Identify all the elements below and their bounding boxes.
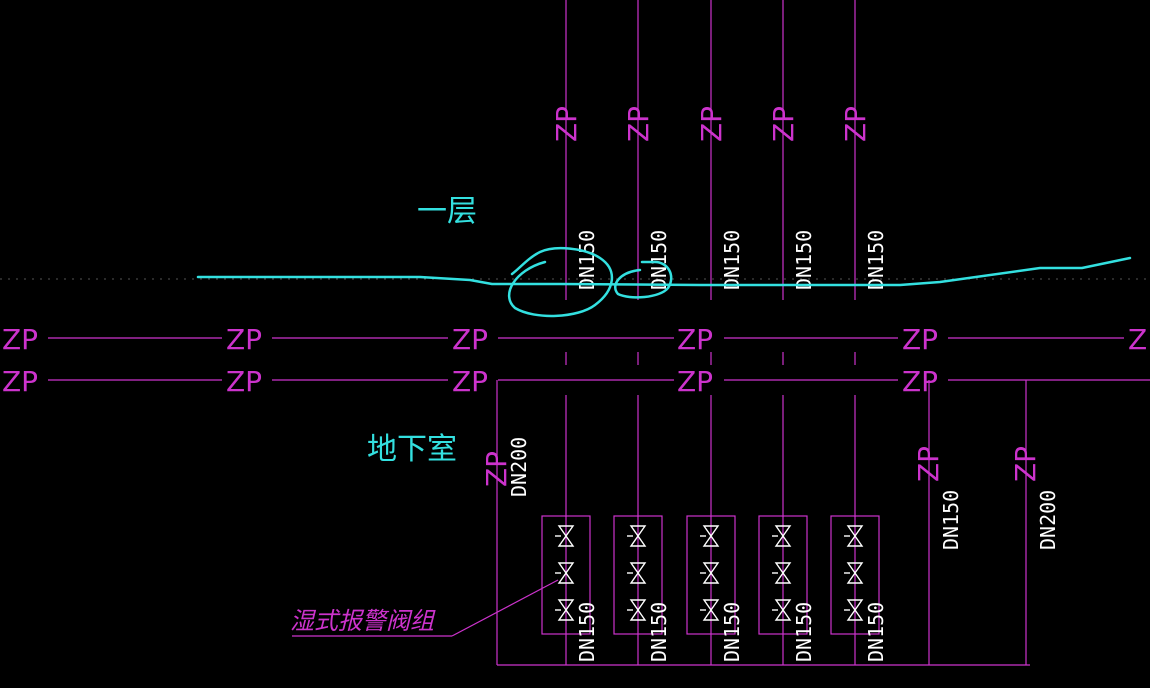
valve-symbol-1-3 (557, 599, 575, 621)
riser-2-zp: ZP (622, 106, 655, 142)
riser-group-lower (565, 352, 856, 517)
outlet-mid-zp: ZP (912, 446, 945, 482)
main-run-1: ZP ZP ZP ZP ZP Z (2, 323, 1147, 356)
main-run-1-zp-5: ZP (902, 323, 938, 356)
riser-5-zp: ZP (839, 106, 872, 142)
valve-symbol-2-2 (629, 562, 647, 584)
valve-symbol-4-1 (774, 525, 792, 547)
main-run-1-zp-3: ZP (452, 323, 488, 356)
sketch-slab-line (196, 256, 1132, 287)
valve-symbol-5-1 (846, 525, 864, 547)
outlet-branches: ZP DN200 ZP DN150 ZP DN200 (480, 380, 1060, 666)
valve-symbol-5-3 (846, 599, 864, 621)
main-run-1-zp-4: ZP (677, 323, 713, 356)
main-run-2-zp-5: ZP (902, 365, 938, 398)
valve-symbol-2-3 (629, 599, 647, 621)
basement-label: 地下室 (367, 432, 457, 467)
main-run-2-zp-3: ZP (452, 365, 488, 398)
outlet-left-dn: DN200 (507, 437, 531, 497)
sketch-circle-2 (614, 260, 673, 299)
valve-symbol-3-3 (702, 599, 720, 621)
riser-4-zp: ZP (767, 106, 800, 142)
valve-symbol-3-1 (702, 525, 720, 547)
alarm-valve-callout: 湿式报警阀组 (290, 579, 559, 637)
main-run-2-zp-1: ZP (2, 365, 38, 398)
riser-1-dn: DN150 (575, 230, 599, 290)
hand-drawn-markup (196, 246, 1132, 318)
valve-symbol-5-2 (846, 562, 864, 584)
alarm-valve-sets: DN150 DN150 DN150 DN150 DN150 (541, 515, 888, 665)
riser-2-dn: DN150 (647, 230, 671, 290)
callout-leader (451, 579, 559, 637)
valve-symbol-1-2 (557, 562, 575, 584)
outlet-left-zp: ZP (480, 451, 513, 487)
main-run-1-zp-6: Z (1128, 323, 1147, 356)
valve-symbol-2-1 (629, 525, 647, 547)
riser-5-dn: DN150 (864, 230, 888, 290)
outlet-right-zp: ZP (1009, 446, 1042, 482)
main-run-2-zp-2: ZP (226, 365, 262, 398)
first-floor-label: 一层 (417, 194, 477, 229)
riser-zp-labels: ZP ZP ZP ZP ZP (550, 106, 872, 142)
valve-symbol-1-1 (557, 525, 575, 547)
valve-dn-3: DN150 (720, 602, 744, 662)
alarm-valve-label: 湿式报警阀组 (290, 607, 436, 635)
valve-dn-2: DN150 (647, 602, 671, 662)
riser-dn-labels: DN150 DN150 DN150 DN150 DN150 (575, 230, 888, 290)
sketch-circle-1 (508, 246, 614, 318)
riser-group-upper (565, 0, 856, 300)
riser-1-zp: ZP (550, 106, 583, 142)
main-run-2: ZP ZP ZP ZP ZP (2, 365, 1150, 398)
valve-symbol-3-2 (702, 562, 720, 584)
valve-dn-5: DN150 (864, 602, 888, 662)
outlet-mid-dn: DN150 (939, 490, 963, 550)
main-run-2-zp-4: ZP (677, 365, 713, 398)
valve-dn-4: DN150 (792, 602, 816, 662)
valve-symbol-4-3 (774, 599, 792, 621)
outlet-right-dn: DN200 (1036, 490, 1060, 550)
riser-3-dn: DN150 (720, 230, 744, 290)
main-run-1-zp-1: ZP (2, 323, 38, 356)
valve-symbol-4-2 (774, 562, 792, 584)
valve-dn-1: DN150 (575, 602, 599, 662)
riser-4-dn: DN150 (792, 230, 816, 290)
riser-3-zp: ZP (695, 106, 728, 142)
main-run-1-zp-2: ZP (226, 323, 262, 356)
